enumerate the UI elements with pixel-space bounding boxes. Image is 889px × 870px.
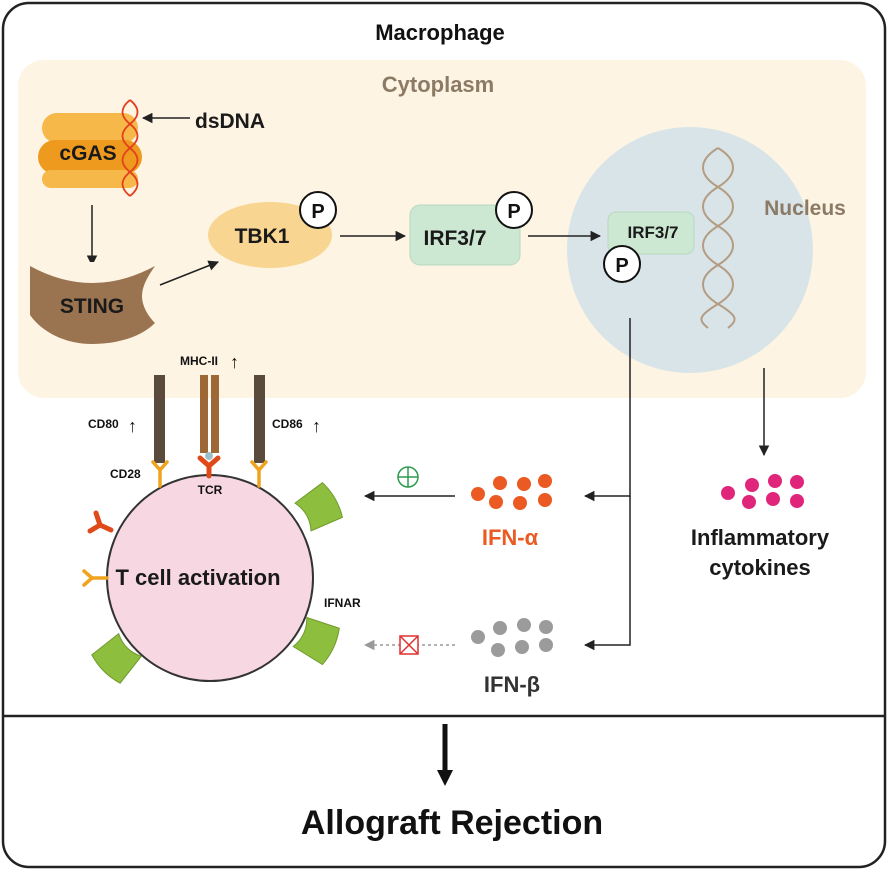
irf-cytoplasm-node xyxy=(409,204,521,266)
cytoplasm-label: Cytoplasm xyxy=(382,72,494,97)
cgas-node: cGAS xyxy=(38,113,142,188)
irf-nucleus-phospho xyxy=(603,245,641,283)
mhc-receptor-left xyxy=(200,375,208,453)
ifnar-label: IFNAR xyxy=(324,596,361,610)
cytokines-label-line1: Inflammatory xyxy=(691,525,830,550)
nucleus-ifn-beta-arrow xyxy=(583,496,631,651)
ifn-alpha-label: IFN-α xyxy=(482,525,539,550)
cd28-receptor-left xyxy=(151,460,169,488)
sting-tbk1-arrow xyxy=(159,260,219,286)
ifn-alpha-molecules xyxy=(471,474,552,510)
cd80-receptor xyxy=(154,375,165,463)
mhc-up-arrow: ↑ xyxy=(230,352,239,372)
ifn-beta-molecules xyxy=(471,618,553,657)
dsdna-helix xyxy=(121,99,139,197)
irf-nucleus-label: IRF3/7 xyxy=(627,223,678,242)
cytokines-label-line2: cytokines xyxy=(709,555,811,580)
cgas-label: cGAS xyxy=(59,142,116,165)
tbk1-phospho xyxy=(299,191,337,229)
nuclear-dna-helix xyxy=(700,147,736,329)
tbk1-phospho-label: P xyxy=(311,201,324,223)
sting-node xyxy=(30,266,155,344)
cd86-up-arrow: ↑ xyxy=(312,416,321,436)
ifnar-receptor-1 xyxy=(294,482,344,532)
ifn-beta-label: IFN-β xyxy=(484,672,540,697)
dsdna-label: dsDNA xyxy=(195,110,265,133)
cd80-up-arrow: ↑ xyxy=(128,416,137,436)
cd28-receptor-side xyxy=(82,569,109,587)
outcome-label: Allograft Rejection xyxy=(301,804,603,842)
irf-cytoplasm-label: IRF3/7 xyxy=(423,227,486,250)
tbk1-label: TBK1 xyxy=(235,225,290,248)
antigen-peptide xyxy=(205,452,213,460)
tcr-label: TCR xyxy=(198,483,223,497)
cytokine-molecules xyxy=(721,474,804,509)
irf-cytoplasm-phospho xyxy=(495,191,533,229)
plus-icon xyxy=(397,466,419,488)
ifnar-receptor-3 xyxy=(91,632,143,684)
tcell-label: T cell activation xyxy=(115,565,280,590)
cd80-label: CD80 xyxy=(88,417,119,431)
cd28-receptor-right xyxy=(250,460,268,488)
macrophage-title: Macrophage xyxy=(375,20,505,45)
ifnar-receptor-2 xyxy=(292,616,340,666)
mhc-label: MHC-II xyxy=(180,354,218,368)
sting-label: STING xyxy=(60,295,124,318)
irf-nucleus-phospho-label: P xyxy=(615,255,628,277)
cd86-receptor xyxy=(254,375,265,463)
irf-nucleus-node xyxy=(607,211,695,255)
blocked-icon xyxy=(399,635,419,655)
mhc-receptor-right xyxy=(211,375,219,453)
tcr-receptor xyxy=(197,455,221,479)
sting-notch xyxy=(30,262,155,283)
irf-cytoplasm-phospho-label: P xyxy=(507,201,520,223)
nucleus-label: Nucleus xyxy=(764,197,846,220)
tcr-receptor-side xyxy=(87,510,114,534)
cd28-label: CD28 xyxy=(110,467,141,481)
cd86-label: CD86 xyxy=(272,417,303,431)
tbk1-node xyxy=(208,202,332,268)
